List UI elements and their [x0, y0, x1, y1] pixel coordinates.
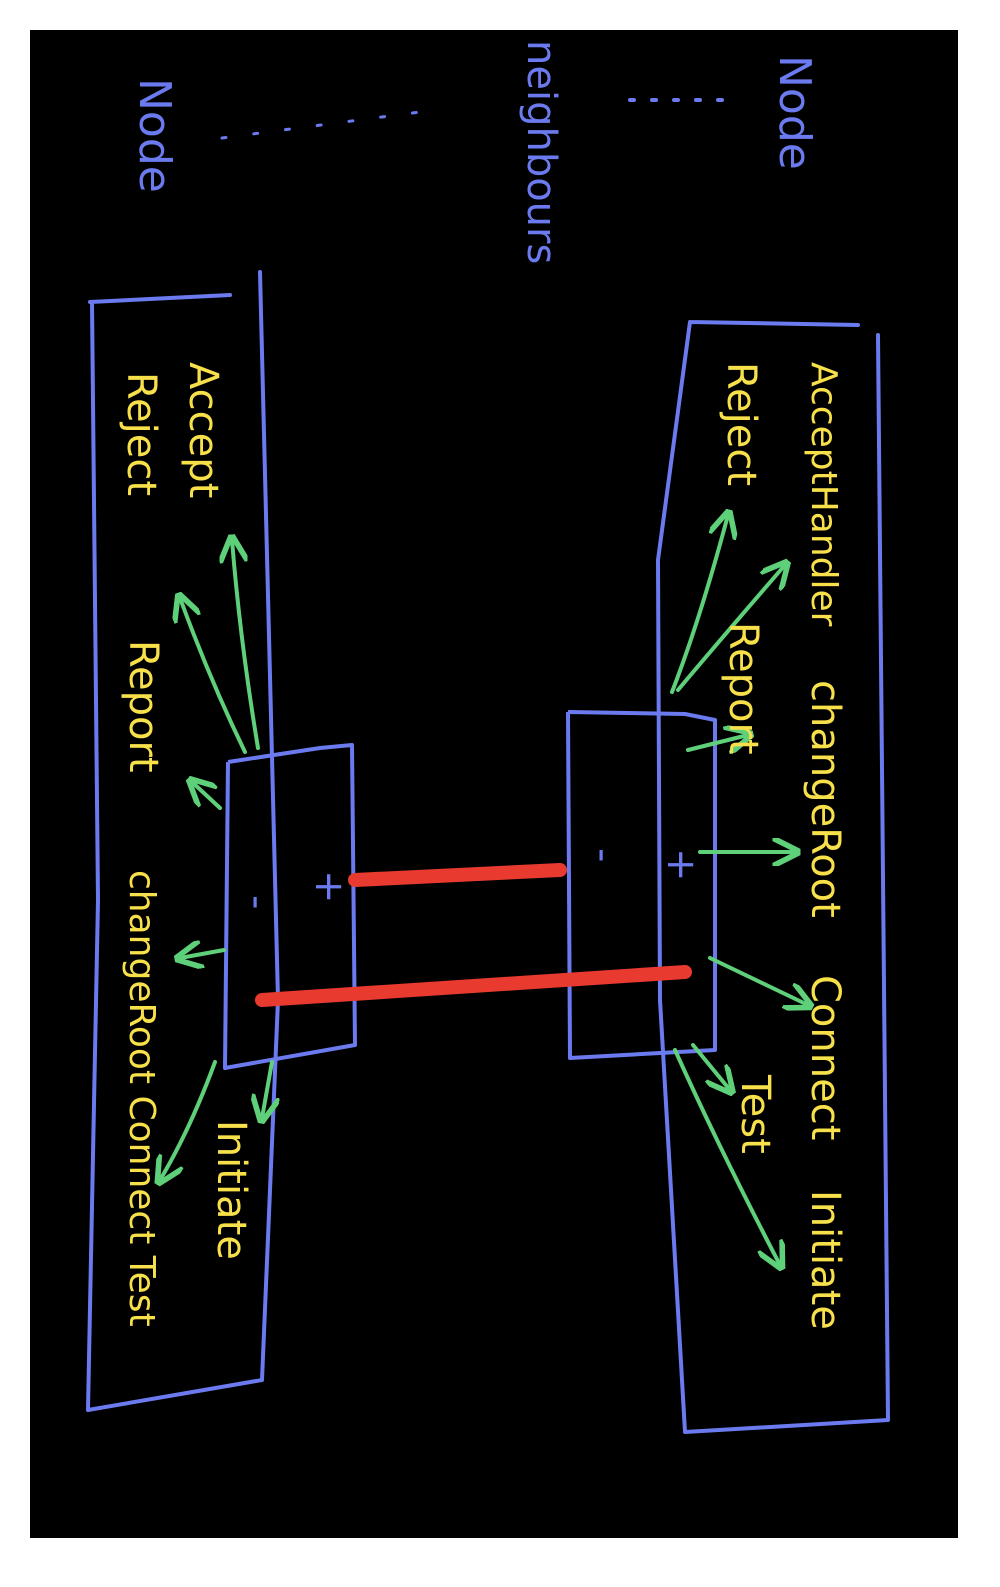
arrow-left-reject — [180, 598, 247, 754]
arrow-left-initiate — [262, 1060, 272, 1118]
right-node-box — [656, 320, 890, 1434]
msg-right-reject: Reject — [718, 362, 764, 486]
label-node-left: Node — [129, 78, 180, 193]
msg-right-test: Test — [732, 1074, 778, 1154]
right-port-box — [566, 710, 717, 1060]
right-port-minus: - — [580, 848, 626, 862]
arrow-left-report — [192, 782, 222, 810]
msg-right-initiate: Initiate — [802, 1190, 848, 1330]
link-edge-upper — [348, 863, 567, 887]
arrow-right-report — [686, 735, 748, 750]
arrow-right-test — [691, 1043, 730, 1090]
msg-left-accept: Accept — [180, 362, 226, 498]
arrow-right-accepthandler — [676, 565, 785, 692]
msg-left-report: Report — [120, 640, 166, 773]
msg-right-connect: Connect — [802, 975, 848, 1140]
label-neighbours: neighbours — [518, 40, 564, 264]
arrow-right-initiate — [673, 1048, 780, 1265]
arrow-left-changeroot — [180, 950, 226, 958]
arrow-left-connect — [160, 1060, 217, 1180]
msg-right-accepthandler: AcceptHandler — [803, 362, 844, 627]
arrow-right-reject — [670, 515, 728, 694]
msg-left-reject: Reject — [118, 372, 164, 496]
link-edge-lower — [255, 965, 692, 1007]
msg-left-changeroot-connect-test: changeRoot Connect Test — [121, 870, 162, 1327]
left-port-plus: + — [306, 870, 352, 904]
neighbour-dots-left — [220, 110, 422, 140]
right-port-plus: + — [658, 848, 704, 882]
label-node-right: Node — [769, 55, 820, 170]
arrow-right-connect — [708, 956, 808, 1005]
msg-right-report: Report — [720, 622, 766, 755]
left-port-box — [223, 743, 357, 1070]
msg-right-changeroot: changeRoot — [802, 680, 848, 918]
msg-left-initiate: Initiate — [208, 1120, 254, 1260]
left-port-minus: - — [234, 895, 280, 909]
arrow-left-accept — [232, 540, 260, 750]
